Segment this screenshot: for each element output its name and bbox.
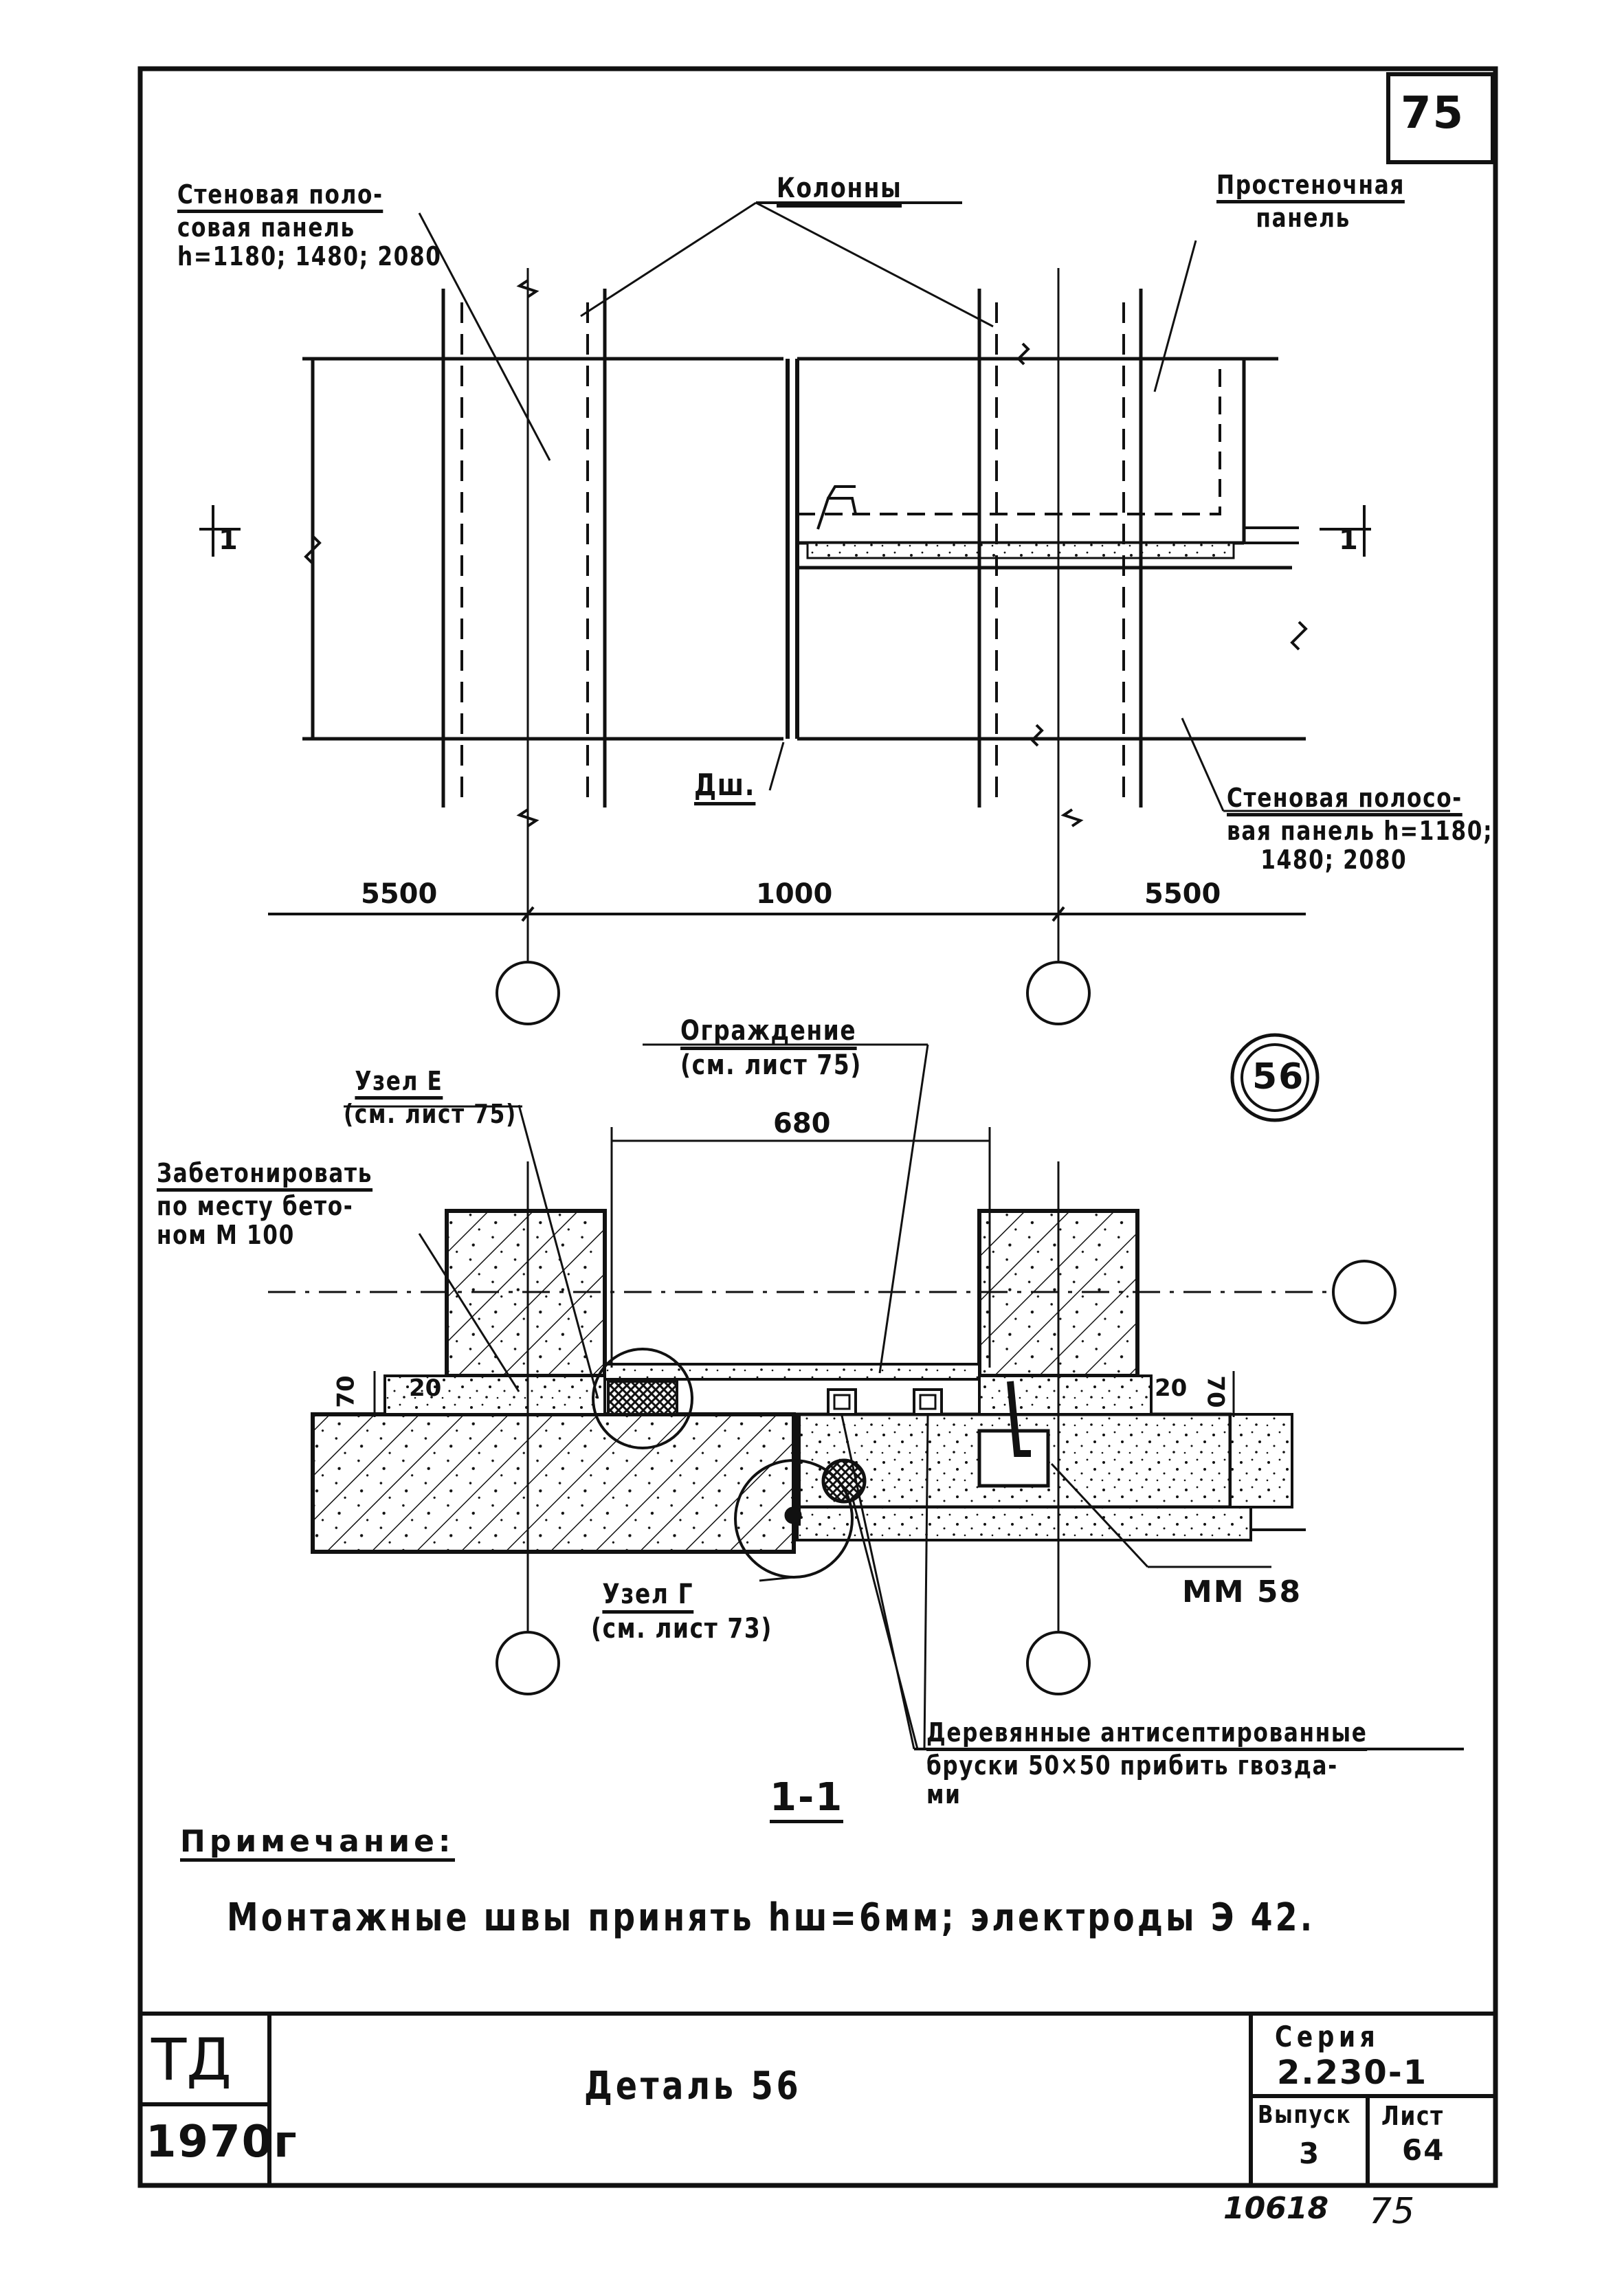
section-view xyxy=(268,1033,1464,1750)
title-block-sheet-label: Лист xyxy=(1381,2101,1444,2131)
label-node-e: Узел Е (см. лист 75) xyxy=(344,1066,517,1129)
dimension-70-left: 70 xyxy=(332,1375,360,1408)
sheet-number: 75 xyxy=(1401,88,1465,139)
sheet-frame xyxy=(137,66,1498,2188)
title-block-issue-label: Выпуск xyxy=(1258,2101,1352,2129)
title-block-title: Деталь 56 xyxy=(584,2064,802,2108)
title-block-org: ТД xyxy=(151,2026,232,2093)
title-block-issue-value: 3 xyxy=(1299,2137,1321,2170)
section-title: 1-1 xyxy=(770,1776,844,1823)
title-block-sheet-value: 64 xyxy=(1402,2133,1445,2167)
dimension-680: 680 xyxy=(773,1108,831,1139)
note-text: Монтажные швы принять hш=6мм; электроды … xyxy=(227,1895,1315,1940)
detail-number: 56 xyxy=(1252,1056,1305,1098)
dimension-70-right: 70 xyxy=(1201,1375,1230,1408)
label-wooden-bars: Деревянные антисептированные бруски 50×5… xyxy=(926,1717,1368,1810)
title-block-lines xyxy=(140,2012,1495,2185)
section-mark-left: 1 xyxy=(219,524,239,556)
dimension-20-right: 20 xyxy=(1155,1374,1188,1402)
title-block-series-value: 2.230-1 xyxy=(1277,2053,1428,2092)
dimension-5500-left: 5500 xyxy=(361,878,438,910)
label-columns: Колонны xyxy=(777,173,902,208)
note-title: Примечание: xyxy=(180,1825,455,1862)
label-wall-strip-panel-top: Стеновая поло- совая панель h=1180; 1480… xyxy=(177,179,442,272)
dimension-5500-right: 5500 xyxy=(1144,878,1221,910)
page-number: 75 xyxy=(1369,2191,1415,2232)
dimension-1000: 1000 xyxy=(756,878,833,910)
dimension-20-left: 20 xyxy=(409,1374,442,1402)
section-mark-right: 1 xyxy=(1339,524,1359,556)
label-expansion-joint: Дш. xyxy=(694,768,756,806)
label-pier-panel: Простеночная панель xyxy=(1216,170,1405,233)
label-wall-strip-panel-bottom: Стеновая полосо- вая панель h=1180; 1480… xyxy=(1227,783,1493,876)
sheet-number-box xyxy=(1386,72,1495,164)
label-concrete: Забетонировать по месту бето- ном М 100 xyxy=(157,1158,373,1251)
inventory-number: 10618 xyxy=(1223,2191,1329,2226)
label-fence: Ограждение (см. лист 75) xyxy=(680,1015,862,1081)
title-block-year: 1970г xyxy=(146,2117,298,2168)
plan-view xyxy=(199,201,1450,1025)
title-block-series-label: Серия xyxy=(1275,2020,1380,2053)
label-embedded-part: ММ 58 xyxy=(1182,1574,1302,1610)
label-node-g: Узел Г (см. лист 73) xyxy=(591,1579,772,1645)
